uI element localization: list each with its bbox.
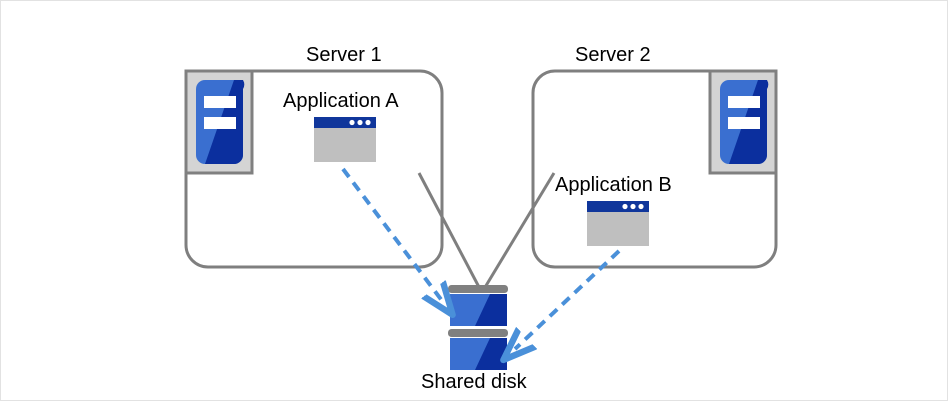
server1-title: Server 1 [306,44,382,66]
disk-stack-icon [448,285,508,370]
application-b-label: Application B [555,174,672,196]
server-icon [720,80,769,164]
window-icon [587,201,649,246]
dataflow-arrow-app-a-to-disk [341,167,443,302]
connector-server2-disk [482,172,556,290]
server2-title: Server 2 [575,44,651,66]
dataflow-arrow-app-b-to-disk [515,249,621,349]
connector-server1-disk [417,172,482,290]
server-icon [196,80,245,164]
shared-disk-label: Shared disk [421,371,527,393]
window-icon [314,117,376,162]
application-a-label: Application A [283,90,399,112]
